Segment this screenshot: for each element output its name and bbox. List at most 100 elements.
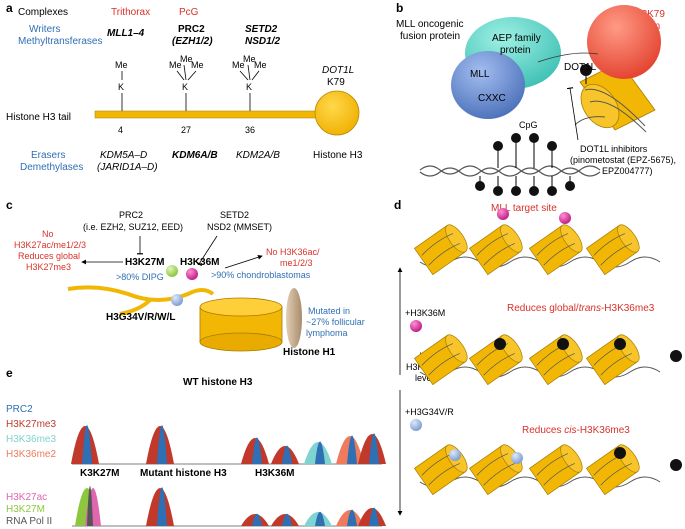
g34-mark: [171, 294, 183, 306]
panel-d-letter: d: [394, 198, 401, 212]
wt-label-3: levels: [415, 373, 439, 383]
h3k36me3-mark: [670, 350, 682, 362]
dot1l-label: DOT1L: [564, 62, 597, 73]
histone-tail-bar: [94, 110, 321, 119]
plus-g34-label: +H3G34V/R: [405, 407, 454, 417]
pos-36: 36: [245, 125, 255, 135]
panel-b-letter: b: [396, 1, 403, 15]
nucleosome: [528, 444, 583, 496]
dot1l-sphere: [587, 5, 661, 79]
peak: [282, 513, 292, 526]
k36-me-right: Me: [254, 60, 267, 70]
panel-a: a Complexes Trithorax PcG Writers Methyl…: [6, 1, 363, 173]
panel-b: b MLL oncogenic fusion protein Novel H3K…: [396, 1, 676, 214]
mll-fusion-label-1: MLL oncogenic: [396, 19, 463, 30]
legend-pol2: RNA Pol II: [6, 516, 52, 527]
no-k27-1: No: [42, 229, 54, 239]
k36-me-left: Me: [232, 60, 245, 70]
jarid-eraser: (JARID1A–D): [97, 162, 158, 173]
k27-k: K: [182, 82, 188, 92]
peak: [157, 487, 167, 526]
peak: [347, 435, 357, 464]
nucleosome: [585, 334, 640, 386]
k36-k: K: [246, 82, 252, 92]
k27-me-mid: Me: [180, 54, 193, 64]
legend-k27m: H3K27M: [6, 504, 45, 515]
pos-4: 4: [118, 125, 123, 135]
g34-mark: [511, 452, 523, 464]
histone-h1-shape: [286, 288, 302, 348]
peak: [252, 513, 262, 526]
mutant-histone-title: Mutant histone H3: [140, 468, 227, 479]
k27m-mark: [166, 265, 178, 277]
mll-writer: MLL1–4: [107, 28, 145, 39]
mll-sphere: [451, 51, 525, 119]
peak: [282, 445, 292, 464]
wt-histone-title: WT histone H3: [183, 377, 253, 388]
nucleosome: [413, 224, 468, 276]
legend-k27me3: H3K27me3: [6, 419, 56, 430]
mutated-label-2: ~27% follicular: [306, 317, 365, 327]
kdm2-eraser: KDM2A/B: [236, 150, 280, 161]
peak: [315, 441, 325, 464]
aep-label-2: protein: [500, 45, 531, 56]
k4-k: K: [118, 82, 124, 92]
cpg-lollipops: [475, 133, 575, 196]
peak: [157, 425, 167, 464]
no-k27-2: H3K27ac/me1/2/3: [14, 240, 86, 250]
peak: [87, 486, 93, 526]
k36m-mark: [497, 208, 509, 220]
k36m-mark: [186, 268, 198, 280]
panel-e-letter: e: [6, 366, 13, 380]
nucleosome: [585, 224, 640, 276]
d-g34-legend-mark: [410, 419, 422, 431]
k27m-track-label: K3K27M: [80, 468, 119, 479]
histone-h1-label: Histone H1: [283, 347, 336, 358]
h3k36me3-mark: [614, 338, 626, 350]
pcg-label: PcG: [179, 7, 199, 18]
nucleosome: [413, 334, 468, 386]
h3k36me3-mark: [670, 459, 682, 471]
no-k36-1: No H3K36ac/: [266, 247, 320, 257]
plus-k36m-label: +H3K36M: [405, 308, 445, 318]
nsd-writer: NSD1/2: [245, 36, 280, 47]
h3k36me3-mark: [614, 447, 626, 459]
nucleosome: [468, 334, 523, 386]
peak: [369, 507, 379, 526]
dot1l-writer: DOT1L: [322, 65, 354, 76]
no-k36-2: me1/2/3: [280, 258, 313, 268]
dna-strand: [419, 165, 601, 175]
peak: [315, 511, 325, 526]
panel-d: d +H3K36M WT H3K36me3 levels +H3G34V/R R…: [394, 198, 682, 516]
pos-27: 27: [181, 125, 191, 135]
legend-prc2: PRC2: [6, 404, 33, 415]
h3k36m-label: H3K36M: [180, 257, 219, 268]
nucleosome: [528, 334, 583, 386]
panel-c: c PRC2 (i.e. EZH2, SUZ12, EED) SETD2 NSD…: [6, 198, 365, 358]
nucleosome-row: [413, 224, 661, 276]
k36m-track-label: H3K36M: [255, 468, 294, 479]
no-k27-4: H3K27me3: [26, 262, 71, 272]
k36m-mark: [559, 212, 571, 224]
k79-label: K79: [327, 77, 345, 88]
methyltransferases-label: Methyltransferases: [18, 36, 102, 47]
d-k36m-legend-mark: [410, 320, 422, 332]
chip-peaks: [71, 425, 386, 526]
legend-k36me2: H3K36me2: [6, 449, 56, 460]
k4-me: Me: [115, 60, 128, 70]
k27-me-left: Me: [169, 60, 182, 70]
dipg-label: >80% DIPG: [116, 272, 164, 282]
writers-label: Writers: [29, 24, 60, 35]
aep-label-1: AEP family: [492, 33, 541, 44]
h3k36me3-mark: [494, 338, 506, 350]
reduces-global-label: Reduces global/trans-H3K36me3: [507, 303, 655, 314]
prc2-writer: PRC2: [178, 24, 205, 35]
ezh-writer: (EZH1/2): [172, 36, 213, 47]
h3k27m-label: H3K27M: [125, 257, 164, 268]
nucleosome: [468, 224, 523, 276]
k36-me-mid: Me: [243, 54, 256, 64]
histone-tail-label: Histone H3 tail: [6, 112, 71, 123]
legend-k27ac: H3K27ac: [6, 492, 47, 503]
no-k27-3: Reduces global: [18, 251, 80, 261]
